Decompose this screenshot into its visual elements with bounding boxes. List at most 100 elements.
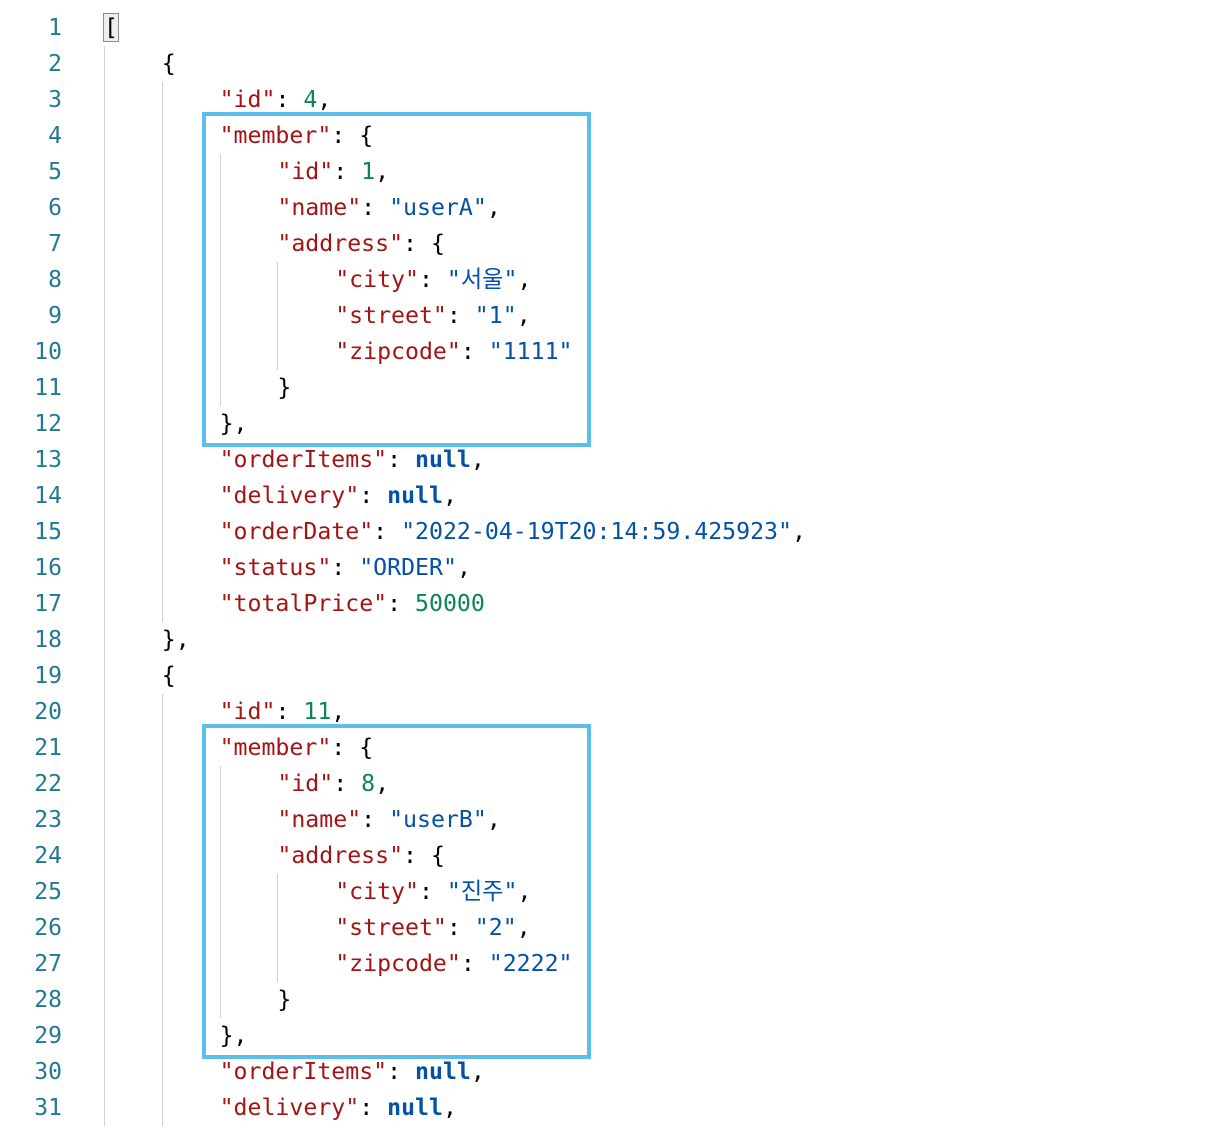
code-line: 2{ <box>0 46 1210 82</box>
indent-guide <box>104 46 105 1126</box>
code-token: "address" <box>277 230 404 257</box>
code-token: "userB" <box>389 806 487 833</box>
code-text: "zipcode": "1111" <box>335 334 572 370</box>
line-number: 21 <box>34 735 62 761</box>
line-number: 9 <box>48 303 62 329</box>
code-token: , <box>517 878 532 905</box>
code-token: 11 <box>303 698 332 725</box>
line-number: 29 <box>34 1023 62 1049</box>
code-text: } <box>277 982 291 1018</box>
code-token: "zipcode" <box>335 338 461 365</box>
code-token: "orderItems" <box>219 1058 388 1085</box>
code-line: 26"street": "2", <box>0 910 1210 946</box>
code-text: "delivery": null, <box>220 1090 457 1126</box>
code-text: }, <box>162 622 190 658</box>
code-text: }, <box>220 1018 248 1054</box>
code-token: , <box>486 806 501 833</box>
code-token: , <box>442 1094 457 1121</box>
code-text: "id": 11, <box>220 694 346 730</box>
code-token: : <box>275 698 304 725</box>
code-token: : { <box>403 230 445 257</box>
code-text: { <box>162 658 176 694</box>
code-token: 50000 <box>415 590 485 617</box>
code-token: "delivery" <box>219 482 360 509</box>
code-line: 12}, <box>0 406 1210 442</box>
code-token: : <box>359 482 388 509</box>
code-token: "2" <box>474 914 517 941</box>
code-token: 1 <box>361 158 376 185</box>
line-number: 17 <box>34 591 62 617</box>
code-line: 31"delivery": null, <box>0 1090 1210 1126</box>
code-token: , <box>791 518 806 545</box>
code-text: "member": { <box>220 118 374 154</box>
code-text: "member": { <box>220 730 374 766</box>
line-number: 16 <box>34 555 62 581</box>
code-token: , <box>375 770 390 797</box>
code-token: , <box>375 158 390 185</box>
code-token: : <box>333 158 362 185</box>
line-number: 2 <box>48 51 62 77</box>
code-token: } <box>277 986 292 1013</box>
code-line: 9"street": "1", <box>0 298 1210 334</box>
code-token: : <box>387 1058 416 1085</box>
indent-guide <box>161 82 163 622</box>
code-text: "id": 1, <box>277 154 389 190</box>
code-line: 24"address": { <box>0 838 1210 874</box>
indent-guide <box>161 694 163 1126</box>
code-token: null <box>415 1058 471 1085</box>
line-number: 10 <box>34 339 62 365</box>
line-number: 18 <box>34 627 62 653</box>
member-highlight-box-2 <box>202 724 591 1059</box>
code-text: }, <box>220 406 248 442</box>
code-line: 20 "id": 11, <box>0 694 1210 730</box>
code-token: : <box>460 338 489 365</box>
code-token: "zipcode" <box>335 950 461 977</box>
code-token: "orderItems" <box>219 446 388 473</box>
code-line: 10 "zipcode": "1111" <box>0 334 1210 370</box>
code-token: "id" <box>277 158 334 185</box>
code-text: "orderItems": null, <box>220 1054 485 1090</box>
code-token: "city" <box>335 878 419 905</box>
line-number: 13 <box>34 447 62 473</box>
code-editor[interactable]: 1[2{3"id": 4,4"member": {5"id": 1,6"name… <box>0 10 1210 1136</box>
code-token: , <box>470 1058 485 1085</box>
code-line: 11} <box>0 370 1210 406</box>
code-token: "delivery" <box>219 1094 360 1121</box>
code-token: : <box>446 914 475 941</box>
code-token: "street" <box>335 914 447 941</box>
line-number: 27 <box>34 951 62 977</box>
code-token: "2022-04-19T20:14:59.425923" <box>401 518 792 545</box>
code-line: 7"address": { <box>0 226 1210 262</box>
code-token: , <box>517 266 532 293</box>
code-line: 15"orderDate": "2022-04-19T20:14:59.4259… <box>0 514 1210 550</box>
code-text: "totalPrice": 50000 <box>220 586 485 622</box>
code-token: "2222" <box>488 950 573 977</box>
code-token: "1111" <box>488 338 573 365</box>
line-number: 20 <box>34 699 62 725</box>
code-text: "city": "서울", <box>335 262 531 298</box>
code-line: 13"orderItems": null, <box>0 442 1210 478</box>
code-token: : { <box>331 734 374 761</box>
code-line: 28} <box>0 982 1210 1018</box>
code-token: }, <box>219 410 248 437</box>
code-text: "street": "2", <box>335 910 530 946</box>
code-token: : { <box>331 122 374 149</box>
code-token: "진주" <box>446 878 518 905</box>
code-text: [ <box>103 10 119 46</box>
code-line: 18}, <box>0 622 1210 658</box>
code-token: : <box>387 446 416 473</box>
code-token: : <box>361 806 390 833</box>
code-token: "street" <box>335 302 447 329</box>
code-text: "city": "진주", <box>335 874 531 910</box>
code-text: "address": { <box>277 226 445 262</box>
code-line: 17 "totalPrice": 50000 <box>0 586 1210 622</box>
code-line: 23"name": "userB", <box>0 802 1210 838</box>
code-token: [ <box>103 13 119 42</box>
line-number: 14 <box>34 483 62 509</box>
code-token: }, <box>219 1022 248 1049</box>
code-token: : <box>387 590 416 617</box>
code-token: : <box>418 266 447 293</box>
code-token: : { <box>403 842 445 869</box>
line-number: 5 <box>48 159 62 185</box>
code-text: "status": "ORDER", <box>220 550 471 586</box>
